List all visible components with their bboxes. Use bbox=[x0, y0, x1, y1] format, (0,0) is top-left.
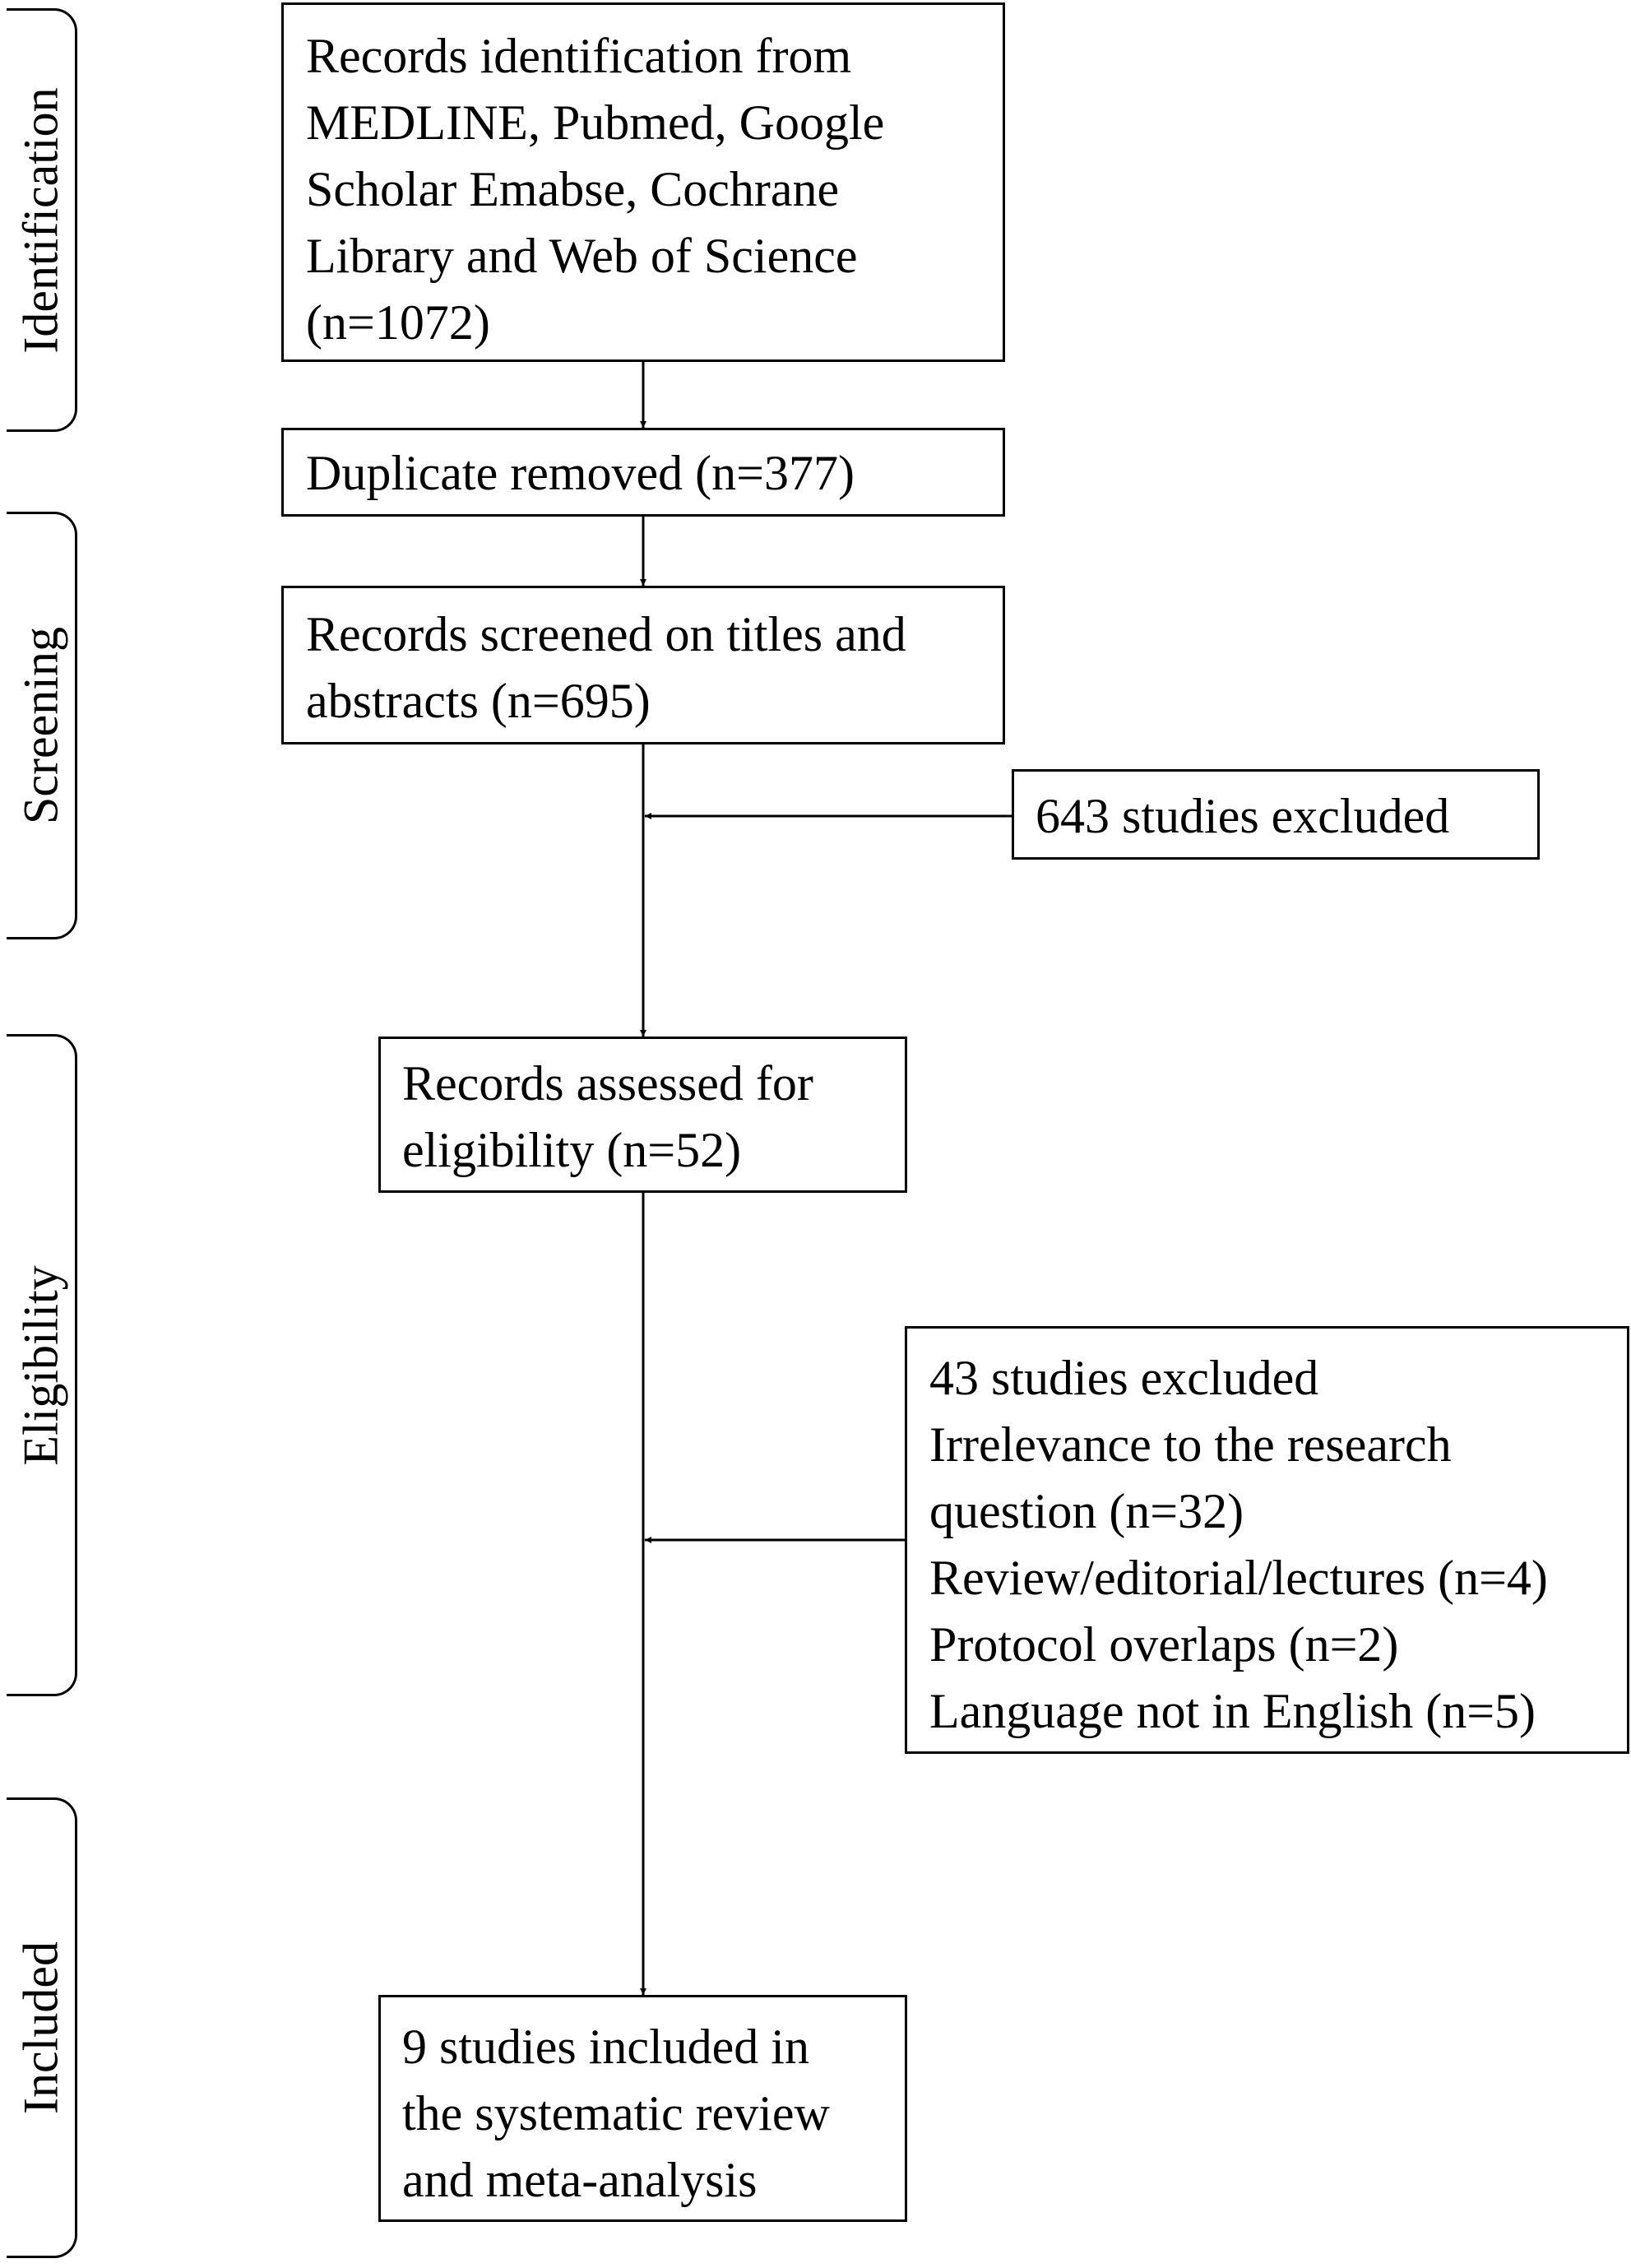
screened-line-2: abstracts (n=695) bbox=[306, 674, 651, 728]
excluded-eligibility-line-6: Language not in English (n=5) bbox=[929, 1684, 1536, 1738]
eligibility-box: Records assessed for eligibility (n=52) bbox=[378, 1037, 907, 1193]
eligibility-line-1: Records assessed for bbox=[402, 1056, 813, 1111]
identification-line-5: (n=1072) bbox=[306, 295, 490, 350]
identification-line-3: Scholar Emabse, Cochrane bbox=[306, 162, 840, 216]
identification-line-2: MEDLINE, Pubmed, Google bbox=[306, 95, 885, 150]
identification-line-1: Records identification from bbox=[306, 29, 852, 83]
excluded-eligibility-line-4: Review/editorial/lectures (n=4) bbox=[929, 1551, 1548, 1605]
identification-line-4: Library and Web of Science bbox=[306, 229, 858, 283]
stage-included: Included bbox=[7, 1797, 77, 2258]
included-line-2: the systematic review bbox=[402, 2086, 830, 2140]
included-line-1: 9 studies included in bbox=[402, 2020, 809, 2074]
duplicates-box: Duplicate removed (n=377) bbox=[281, 428, 1005, 517]
excluded-eligibility-line-1: 43 studies excluded bbox=[929, 1351, 1319, 1405]
excluded-screening-line-1: 643 studies excluded bbox=[1036, 789, 1450, 843]
excluded-eligibility-line-2: Irrelevance to the research bbox=[929, 1417, 1452, 1472]
included-box: 9 studies included in the systematic rev… bbox=[378, 1995, 907, 2222]
stage-eligibility: Eligibility bbox=[7, 1034, 77, 1696]
screened-box: Records screened on titles and abstracts… bbox=[281, 586, 1005, 744]
included-line-3: and meta-analysis bbox=[402, 2153, 758, 2207]
excluded-eligibility-box: 43 studies excluded Irrelevance to the r… bbox=[905, 1326, 1629, 1754]
eligibility-line-2: eligibility (n=52) bbox=[402, 1123, 742, 1177]
identification-box: Records identification from MEDLINE, Pub… bbox=[281, 2, 1005, 362]
excluded-eligibility-line-5: Protocol overlaps (n=2) bbox=[929, 1617, 1399, 1672]
excluded-screening-box: 643 studies excluded bbox=[1012, 769, 1540, 860]
screened-line-1: Records screened on titles and bbox=[306, 607, 906, 661]
stage-identification: Identification bbox=[7, 8, 77, 432]
stage-screening: Screening bbox=[7, 512, 77, 939]
excluded-eligibility-line-3: question (n=32) bbox=[929, 1484, 1244, 1538]
duplicates-line-1: Duplicate removed (n=377) bbox=[306, 446, 855, 500]
